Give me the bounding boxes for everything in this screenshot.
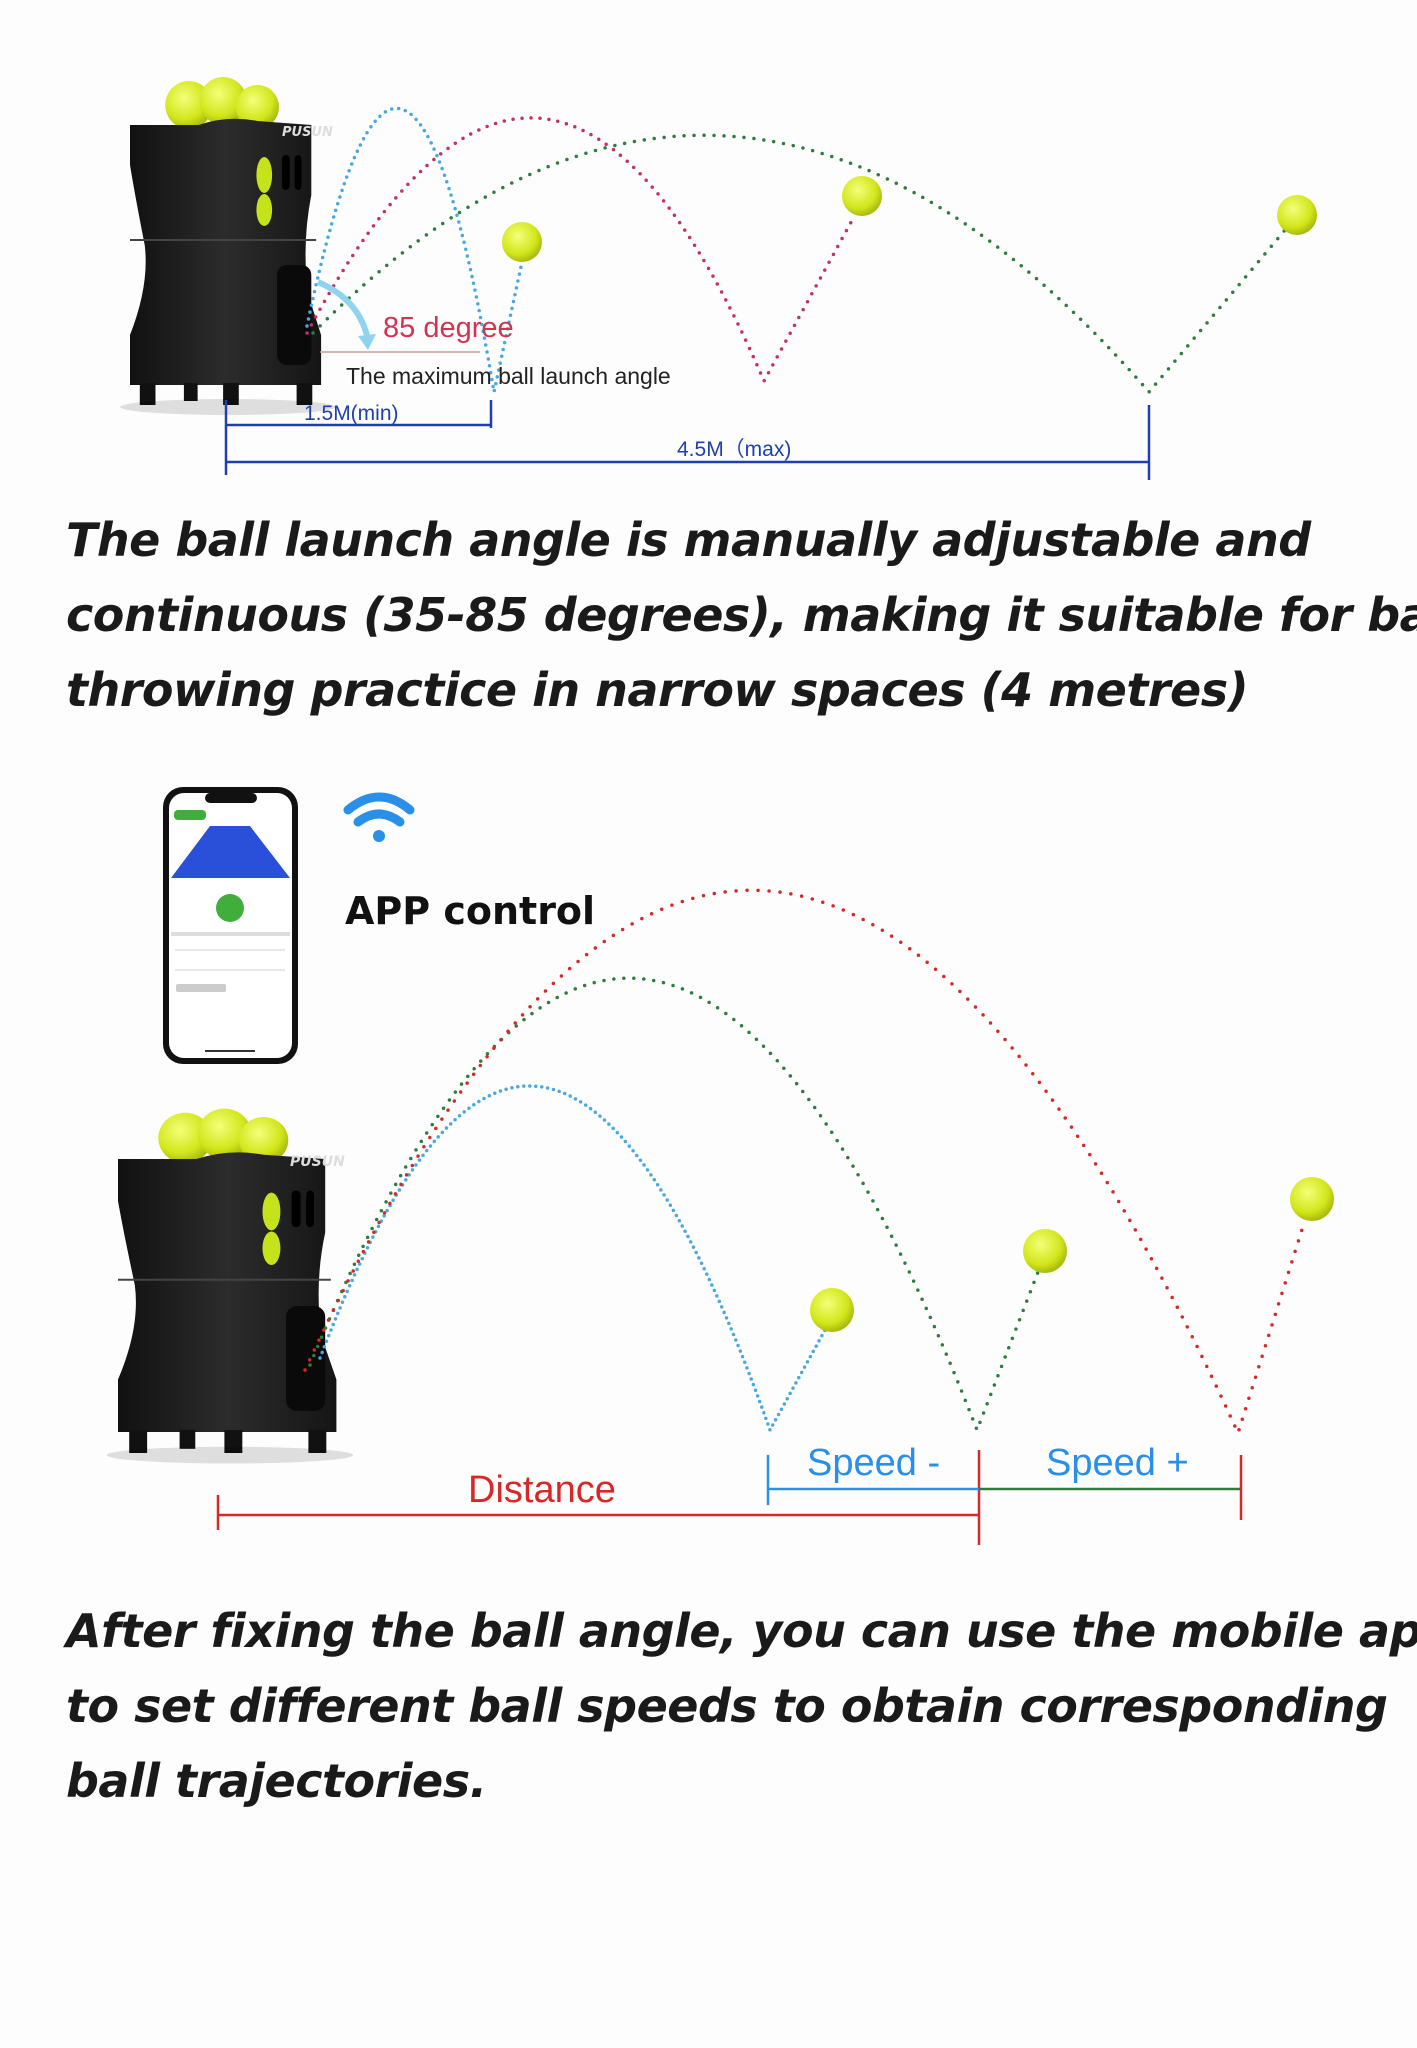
- description-line: The ball launch angle is manually adjust…: [66, 513, 1311, 567]
- wifi-icon: [343, 792, 415, 842]
- tennis-ball: [502, 222, 542, 262]
- app-control-label: APP control: [345, 889, 595, 933]
- description-line: After fixing the ball angle, you can use…: [66, 1604, 1417, 1658]
- section2-description: After fixing the ball angle, you can use…: [66, 1594, 1417, 1819]
- trajectory-pink: [305, 116, 857, 385]
- tennis-ball: [810, 1288, 854, 1332]
- speed-minus-label: Speed -: [807, 1442, 940, 1484]
- angle-label: 85 degree: [383, 312, 514, 344]
- brand-logo: PUSUN: [282, 125, 333, 140]
- brand-logo: PUSUN: [290, 1154, 345, 1170]
- tennis-ball: [1290, 1177, 1334, 1221]
- speed-plus-label: Speed +: [1046, 1442, 1189, 1484]
- min-distance-label: 1.5M(min): [304, 402, 399, 425]
- tennis-ball: [1023, 1229, 1067, 1273]
- trajectory-blue-slow: [318, 1084, 827, 1435]
- tennis-ball: [842, 176, 882, 216]
- description-line: continuous (35-85 degrees), making it su…: [66, 588, 1417, 642]
- trajectory-blue: [305, 106, 524, 393]
- arrow-head-icon: [358, 334, 376, 350]
- description-line: ball trajectories.: [66, 1754, 487, 1808]
- ball-machine-top: PUSUN: [119, 76, 337, 416]
- tennis-ball: [1277, 195, 1317, 235]
- trajectory-green-medium: [308, 976, 1040, 1435]
- description-line: to set different ball speeds to obtain c…: [66, 1679, 1388, 1733]
- trajectory-red-fast: [303, 888, 1307, 1438]
- speed-plus-marker: [979, 1455, 1243, 1520]
- max-distance-marker: [226, 405, 1151, 480]
- ball-machine-bottom: PUSUN: [105, 1107, 355, 1465]
- phone-app-screenshot: [163, 787, 298, 1064]
- description-line: throwing practice in narrow spaces (4 me…: [66, 663, 1249, 717]
- angle-arrow-icon: [316, 279, 371, 341]
- distance-label: Distance: [468, 1469, 616, 1511]
- trajectory-green: [311, 133, 1287, 395]
- section1-description: The ball launch angle is manually adjust…: [66, 503, 1417, 728]
- distance-marker: [216, 1450, 981, 1545]
- angle-caption: The maximum ball launch angle: [346, 363, 671, 389]
- speed-minus-marker: [766, 1455, 979, 1505]
- max-distance-label: 4.5M（max): [677, 438, 791, 461]
